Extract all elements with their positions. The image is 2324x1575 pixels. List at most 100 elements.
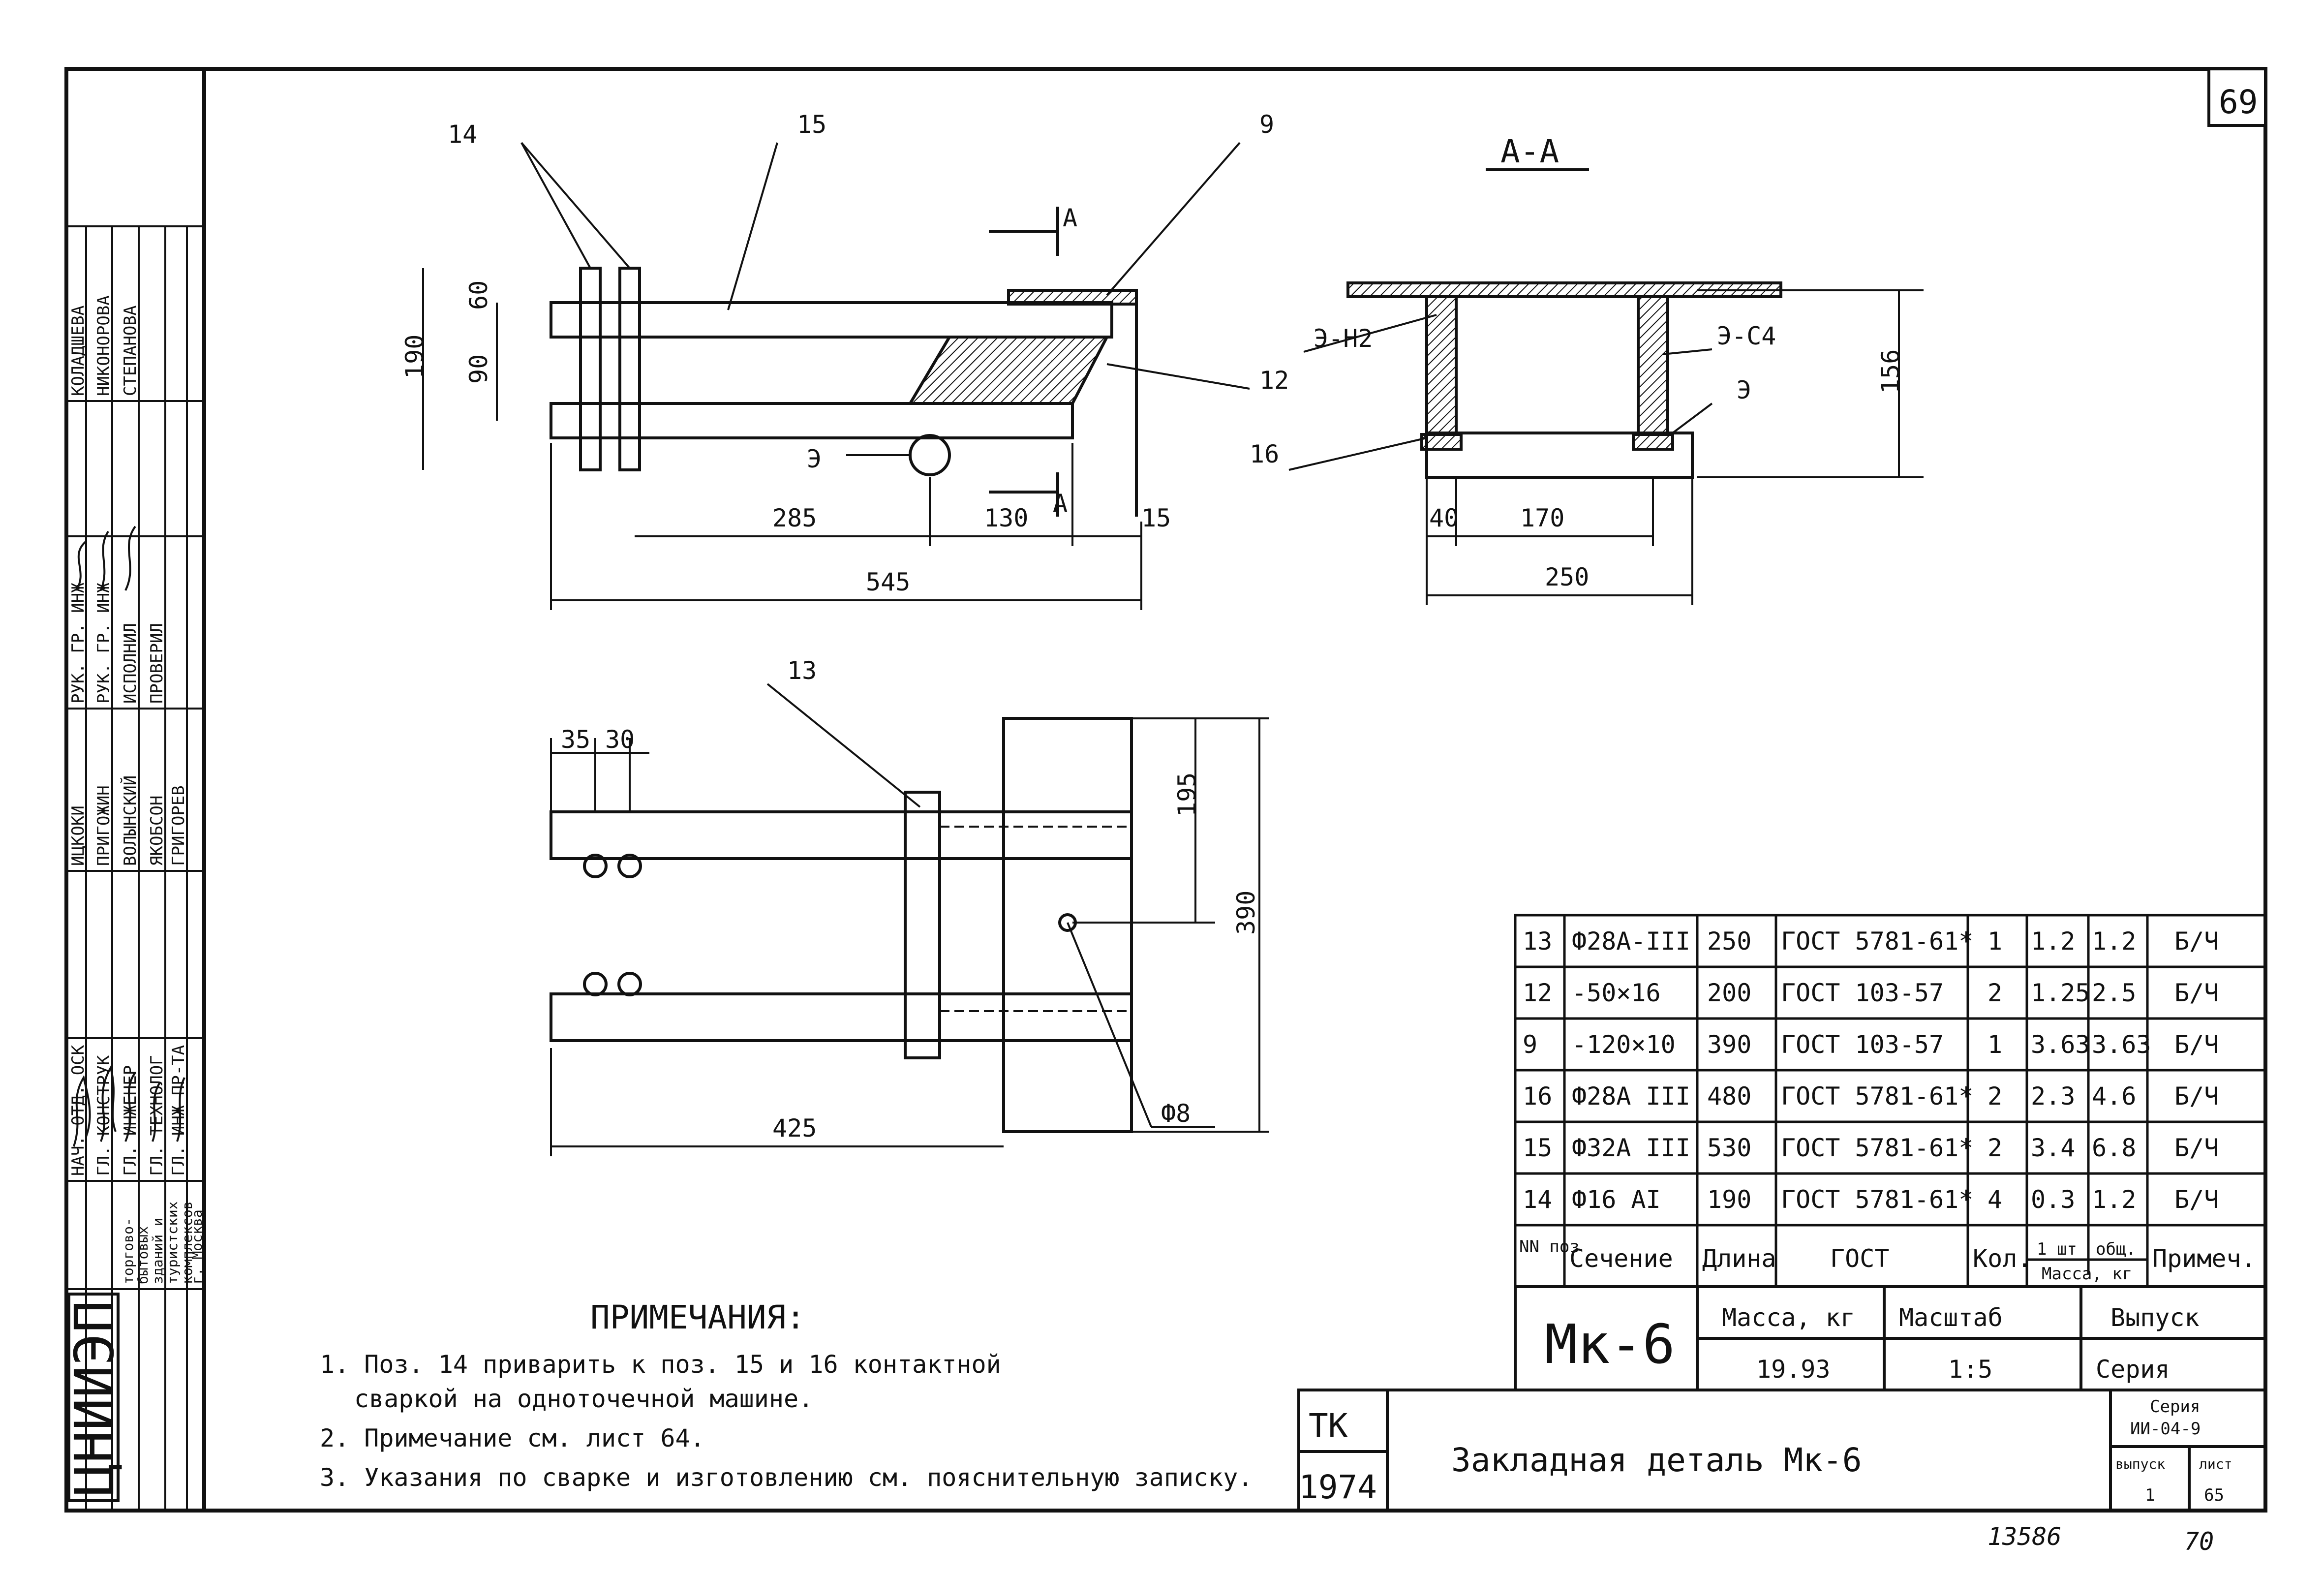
title-block-grid: [1297, 1285, 2267, 1512]
svg-text:ГРИГОРЕВ: ГРИГОРЕВ: [169, 785, 188, 866]
svg-text:ГОСТ: ГОСТ: [1830, 1244, 1889, 1273]
svg-text:390: 390: [1232, 891, 1260, 935]
svg-text:70: 70: [2184, 1527, 2214, 1556]
svg-text:НИКОНОРОВА: НИКОНОРОВА: [94, 295, 114, 396]
spec-cell: 1: [1988, 927, 2002, 956]
spec-cell: 4.6: [2092, 1082, 2136, 1111]
svg-text:1:5: 1:5: [1948, 1355, 1992, 1384]
plate-9-plan: [1002, 717, 1133, 1133]
bar-14-left: [579, 267, 602, 471]
svg-text:ИИ-04-9: ИИ-04-9: [2130, 1419, 2201, 1439]
svg-text:РУК. ГР. ИНЖ: РУК. ГР. ИНЖ: [94, 583, 114, 704]
svg-text:14: 14: [448, 120, 477, 149]
svg-text:Масса, кг: Масса, кг: [1722, 1303, 1855, 1332]
spec-cell: Ф32А III: [1572, 1134, 1690, 1162]
svg-text:Ф8: Ф8: [1161, 1099, 1191, 1128]
institute-name: торгово- бытовых зданий и туристских ком…: [120, 1201, 205, 1284]
spec-cell: Ф16 АI: [1572, 1185, 1661, 1214]
bar-lower-2: [550, 992, 1133, 1042]
svg-text:ИЦКОКИ: ИЦКОКИ: [68, 805, 88, 866]
svg-text:30: 30: [605, 725, 635, 754]
svg-text:А: А: [1053, 489, 1068, 518]
bar-13: [904, 791, 941, 1059]
spec-cell: 16: [1523, 1082, 1552, 1111]
svg-text:170: 170: [1520, 504, 1564, 532]
svg-text:16: 16: [1250, 440, 1279, 468]
spec-cell: 15: [1523, 1134, 1552, 1162]
spec-cell: 6.8: [2092, 1134, 2136, 1162]
svg-text:156: 156: [1876, 349, 1905, 394]
spec-cell: ГОСТ 5781-61*: [1781, 1134, 1973, 1162]
svg-text:425: 425: [772, 1114, 817, 1143]
section-title: А-А: [1500, 132, 1559, 170]
spec-cell: 9: [1523, 1030, 1537, 1059]
note-2: 2. Примечание см. лист 64.: [320, 1424, 705, 1452]
spec-cell: 3.63: [2031, 1030, 2090, 1059]
svg-text:ЯКОБСОН: ЯКОБСОН: [147, 796, 167, 866]
spec-cell: 200: [1707, 979, 1751, 1007]
spec-cell: 2.5: [2092, 979, 2136, 1007]
spec-table-header: NN поз Сечение Длина ГОСТ Кол. 1 шт общ.…: [1519, 1237, 2256, 1284]
svg-text:ГЛ. ИНЖ ПР-ТА: ГЛ. ИНЖ ПР-ТА: [169, 1045, 188, 1176]
spec-cell: 250: [1707, 927, 1751, 956]
svg-text:Сечение: Сечение: [1569, 1244, 1673, 1273]
svg-text:выпуск: выпуск: [2115, 1456, 2165, 1472]
stamp-roles: НАЧ. ОТД. ОСК ГЛ. КОНСТРУК ГЛ. ИНЖЕНЕР Г…: [68, 1045, 188, 1176]
svg-text:1974: 1974: [1299, 1468, 1377, 1506]
spec-cell: 3.63: [2092, 1030, 2151, 1059]
svg-text:А: А: [1063, 204, 1077, 232]
svg-text:545: 545: [866, 568, 910, 596]
svg-text:г. Москва: г. Москва: [189, 1209, 205, 1284]
svg-text:250: 250: [1545, 563, 1589, 591]
stamp-names-2: КОЛАДШЕВА НИКОНОРОВА СТЕПАНОВА: [68, 295, 140, 396]
spec-cell: 2: [1988, 979, 2002, 1007]
svg-text:Выпуск: Выпуск: [2110, 1303, 2200, 1332]
section-bar-16: [1425, 432, 1694, 479]
svg-text:Масштаб: Масштаб: [1899, 1303, 2003, 1332]
svg-text:19.93: 19.93: [1756, 1355, 1831, 1384]
spec-cell: 12: [1523, 979, 1552, 1007]
svg-text:190: 190: [400, 335, 429, 379]
bar-16-circle: [909, 434, 951, 476]
svg-text:Кол.: Кол.: [1973, 1244, 2032, 1273]
spec-cell: Б/Ч: [2174, 1030, 2219, 1059]
svg-text:ИСПОЛНИЛ: ИСПОЛНИЛ: [121, 623, 140, 704]
spec-cell: 13: [1523, 927, 1552, 956]
bar-upper-2: [550, 810, 1133, 860]
svg-text:ПРОВЕРИЛ: ПРОВЕРИЛ: [147, 623, 167, 704]
spec-cell: 1: [1988, 1030, 2002, 1059]
spec-cell: 2: [1988, 1134, 2002, 1162]
left-stamp: [66, 225, 204, 1511]
svg-text:Э: Э: [1737, 376, 1751, 404]
svg-text:40: 40: [1429, 504, 1459, 532]
svg-text:ВОЛЫНСКИЙ: ВОЛЫНСКИЙ: [120, 775, 140, 866]
spec-cell: ГОСТ 5781-61*: [1781, 927, 1973, 956]
drawing-title: Закладная деталь Мк-6: [1451, 1441, 1862, 1479]
svg-text:Серия: Серия: [2096, 1355, 2170, 1384]
svg-text:зданий и: зданий и: [150, 1218, 166, 1284]
svg-text:СТЕПАНОВА: СТЕПАНОВА: [121, 306, 140, 396]
svg-text:1 шт: 1 шт: [2037, 1239, 2077, 1259]
svg-text:Э-Н2: Э-Н2: [1314, 324, 1373, 353]
page-number: 69: [2219, 83, 2258, 121]
svg-text:торгово-: торгово-: [120, 1218, 136, 1284]
mark: Мк-6: [1545, 1313, 1675, 1376]
spec-cell: 14: [1523, 1185, 1552, 1214]
svg-text:РУК. ГР. ИНЖ: РУК. ГР. ИНЖ: [68, 583, 88, 704]
svg-text:туристских: туристских: [164, 1201, 181, 1284]
spec-cell: 530: [1707, 1134, 1751, 1162]
svg-text:35: 35: [561, 725, 590, 754]
svg-text:Примеч.: Примеч.: [2152, 1244, 2256, 1273]
svg-text:Масса, кг: Масса, кг: [2042, 1264, 2132, 1284]
signatures: [73, 525, 185, 1147]
spec-cell: 1.2: [2092, 1185, 2136, 1214]
svg-text:НАЧ. ОТД. ОСК: НАЧ. ОТД. ОСК: [68, 1045, 88, 1176]
plate-9-top: [1007, 289, 1138, 306]
svg-text:общ.: общ.: [2096, 1239, 2136, 1259]
spec-cell: Б/Ч: [2174, 1082, 2219, 1111]
spec-cell: Б/Ч: [2174, 1134, 2219, 1162]
spec-cell: 480: [1707, 1082, 1751, 1111]
